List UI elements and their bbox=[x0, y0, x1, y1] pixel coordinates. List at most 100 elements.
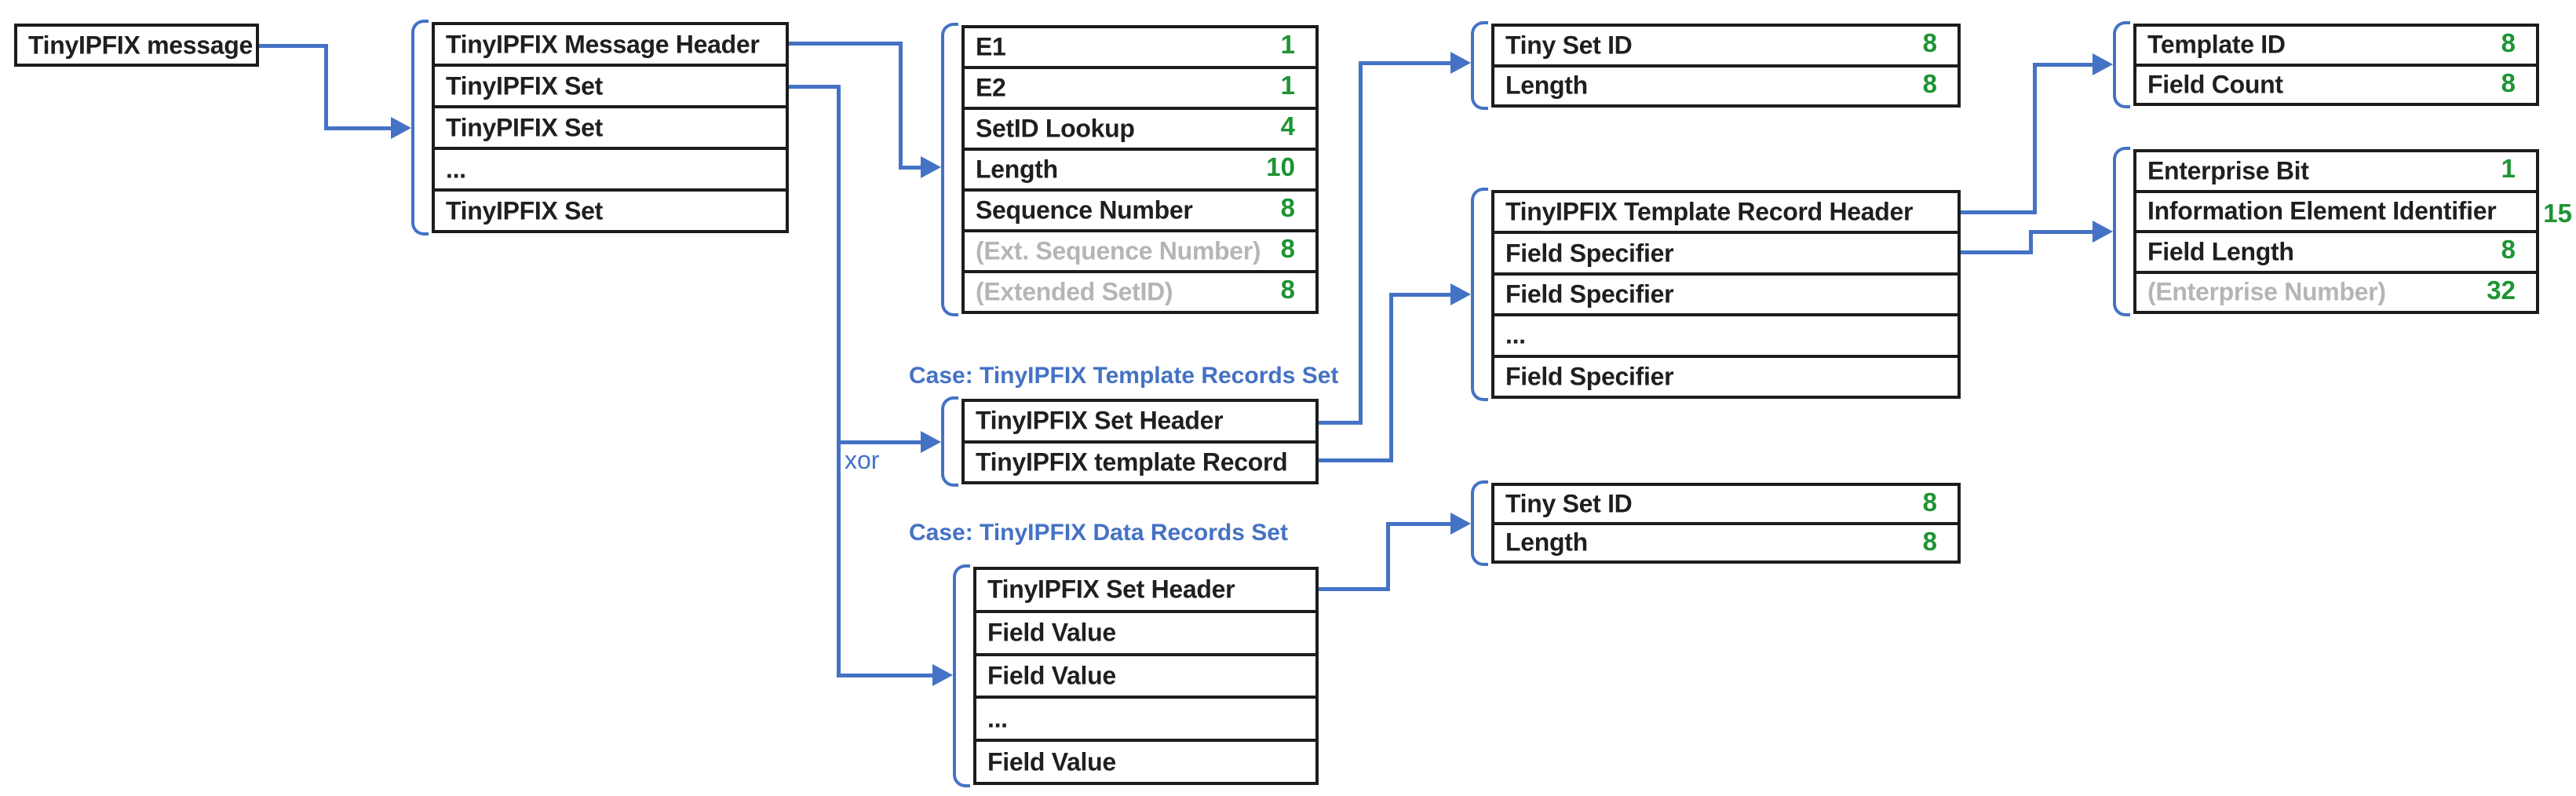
data-setheader-to-setid-bottom-segment bbox=[1317, 587, 1390, 591]
message-to-structure-segment bbox=[324, 126, 396, 130]
set-header-fields-bottom-row-value: 8 bbox=[1922, 526, 1937, 556]
field-specifier-fields-row: Enterprise Bit 1 bbox=[2136, 152, 2536, 190]
data-set-structure-row-label: Field Value bbox=[987, 661, 1116, 690]
message-header-fields-row-label: Sequence Number bbox=[976, 195, 1193, 225]
message-header-fields-row-value: 4 bbox=[1280, 111, 1295, 141]
message-structure-row-label: TinyIPFIX Set bbox=[446, 71, 604, 100]
data-set-structure-row: ... bbox=[976, 696, 1315, 739]
field-specifier-fields-row-label: Enterprise Bit bbox=[2147, 156, 2309, 185]
template-record-structure-row: Field Specifier bbox=[1494, 231, 1958, 272]
xor-to-template-set-arrowhead bbox=[921, 431, 941, 453]
set-xor-trunk-segment bbox=[837, 85, 841, 677]
set-header-fields-top-row-value: 8 bbox=[1922, 68, 1937, 98]
message-to-structure-segment bbox=[324, 44, 328, 130]
field-specifier-to-fields-segment bbox=[2029, 230, 2033, 254]
field-specifier-fields-row-label: (Enterprise Number) bbox=[2147, 277, 2386, 306]
message-header-fields-row-value: 10 bbox=[1266, 152, 1295, 181]
data-set-structure-row: Field Value bbox=[976, 609, 1315, 653]
xor-to-data-set-segment bbox=[837, 674, 938, 677]
set-header-fields-top-row-label: Tiny Set ID bbox=[1505, 31, 1633, 60]
template-setheader-to-setid-top-segment bbox=[1317, 421, 1363, 425]
data-set-structure-row-label: ... bbox=[987, 704, 1008, 733]
template-record-structure-row-label: Field Specifier bbox=[1505, 239, 1674, 268]
message-to-structure-arrowhead bbox=[391, 117, 411, 139]
template-record-structure-row: ... bbox=[1494, 313, 1958, 354]
message-structure-row-label: TinyIPFIX Message Header bbox=[446, 30, 760, 58]
field-specifier-to-fields-segment bbox=[1959, 250, 2033, 254]
field-specifier-fields-row-value: 15 bbox=[2543, 198, 2572, 228]
template-setheader-to-setid-top-segment bbox=[1359, 61, 1363, 425]
xor-label: xor bbox=[845, 446, 880, 474]
header-to-header-fields-segment bbox=[899, 42, 903, 170]
message-header-fields-bracket bbox=[941, 23, 958, 316]
template-record-structure-row: Field Specifier bbox=[1494, 354, 1958, 396]
template-record-to-record-structure-segment bbox=[1389, 293, 1393, 462]
message-structure-row: TinyIPFIX Set bbox=[435, 64, 786, 105]
template-record-to-record-structure-arrowhead bbox=[1450, 283, 1471, 305]
template-record-structure-row-label: ... bbox=[1505, 320, 1526, 349]
message-header-fields-row-label: E1 bbox=[976, 32, 1006, 61]
message-structure-row: TinyIPFIX Message Header bbox=[435, 25, 786, 64]
template-record-header-fields-row-label: Field Count bbox=[2147, 70, 2283, 99]
record-header-to-template-id-segment bbox=[2033, 63, 2098, 67]
template-record-header-fields-row-label: Template ID bbox=[2147, 30, 2286, 59]
field-specifier-fields-row: (Enterprise Number) 32 bbox=[2136, 270, 2536, 312]
data-setheader-to-setid-bottom-segment bbox=[1386, 522, 1390, 591]
set-header-fields-bottom-bracket bbox=[1471, 480, 1488, 566]
field-specifier-fields-row-value: 1 bbox=[2501, 154, 2516, 183]
template-record-header-fields-row-value: 8 bbox=[2501, 28, 2516, 57]
template-setheader-to-setid-top-arrowhead bbox=[1450, 52, 1471, 74]
template-set-structure-row-label: TinyIPFIX template Record bbox=[976, 447, 1288, 477]
tinyipfix-message: TinyIPFIX message bbox=[14, 24, 259, 67]
message-header-fields-row: (Extended SetID) 8 bbox=[965, 270, 1315, 311]
data-set-structure-row: Field Value bbox=[976, 739, 1315, 782]
set-header-fields-top-row-value: 8 bbox=[1922, 28, 1937, 57]
template-record-header-fields-row-value: 8 bbox=[2501, 68, 2516, 97]
message-header-fields-row-value: 8 bbox=[1280, 275, 1295, 304]
template-record-header-fields-bracket bbox=[2113, 21, 2130, 108]
field-specifier-fields-bracket bbox=[2113, 147, 2130, 316]
template-set-structure-row: TinyIPFIX Set Header bbox=[965, 402, 1315, 440]
set-header-fields-bottom-row-value: 8 bbox=[1922, 487, 1937, 517]
field-specifier-to-fields-segment bbox=[2029, 230, 2098, 234]
message-header-fields-row-label: E2 bbox=[976, 73, 1006, 102]
tinyipfix-message-row-label: TinyIPFIX message bbox=[28, 31, 253, 59]
template-record-to-record-structure-segment bbox=[1317, 458, 1393, 462]
message-to-structure-segment bbox=[257, 44, 328, 48]
xor-to-template-set-segment bbox=[837, 440, 926, 444]
message-structure-bracket bbox=[411, 20, 429, 236]
set-header-fields-top-row: Tiny Set ID 8 bbox=[1494, 27, 1958, 64]
template-record-to-record-structure-segment bbox=[1389, 293, 1456, 297]
message-header-fields-row-label: (Extended SetID) bbox=[976, 277, 1173, 306]
data-set-structure-row: TinyIPFIX Set Header bbox=[976, 570, 1315, 610]
template-set-structure-row-label: TinyIPFIX Set Header bbox=[976, 406, 1224, 435]
message-structure-row: ... bbox=[435, 147, 786, 188]
data-set-structure-row-label: Field Value bbox=[987, 747, 1116, 776]
message-header-fields-row-value: 8 bbox=[1280, 234, 1295, 263]
template-record-structure-row-label: Field Specifier bbox=[1505, 362, 1674, 391]
record-header-to-template-id-arrowhead bbox=[2093, 53, 2113, 75]
message-structure-row-label: ... bbox=[446, 155, 466, 183]
field-specifier-fields-row-value: 32 bbox=[2487, 275, 2516, 305]
template-record-structure-bracket bbox=[1471, 188, 1488, 401]
case-template-records-label: Case: TinyIPFIX Template Records Set bbox=[909, 363, 1339, 389]
set-header-fields-top-bracket bbox=[1471, 21, 1488, 110]
case-data-records-label: Case: TinyIPFIX Data Records Set bbox=[909, 520, 1288, 546]
template-record-header-fields-row: Template ID 8 bbox=[2136, 27, 2536, 64]
template-set-structure-bracket bbox=[941, 396, 958, 487]
field-specifier-to-fields-arrowhead bbox=[2093, 221, 2113, 243]
